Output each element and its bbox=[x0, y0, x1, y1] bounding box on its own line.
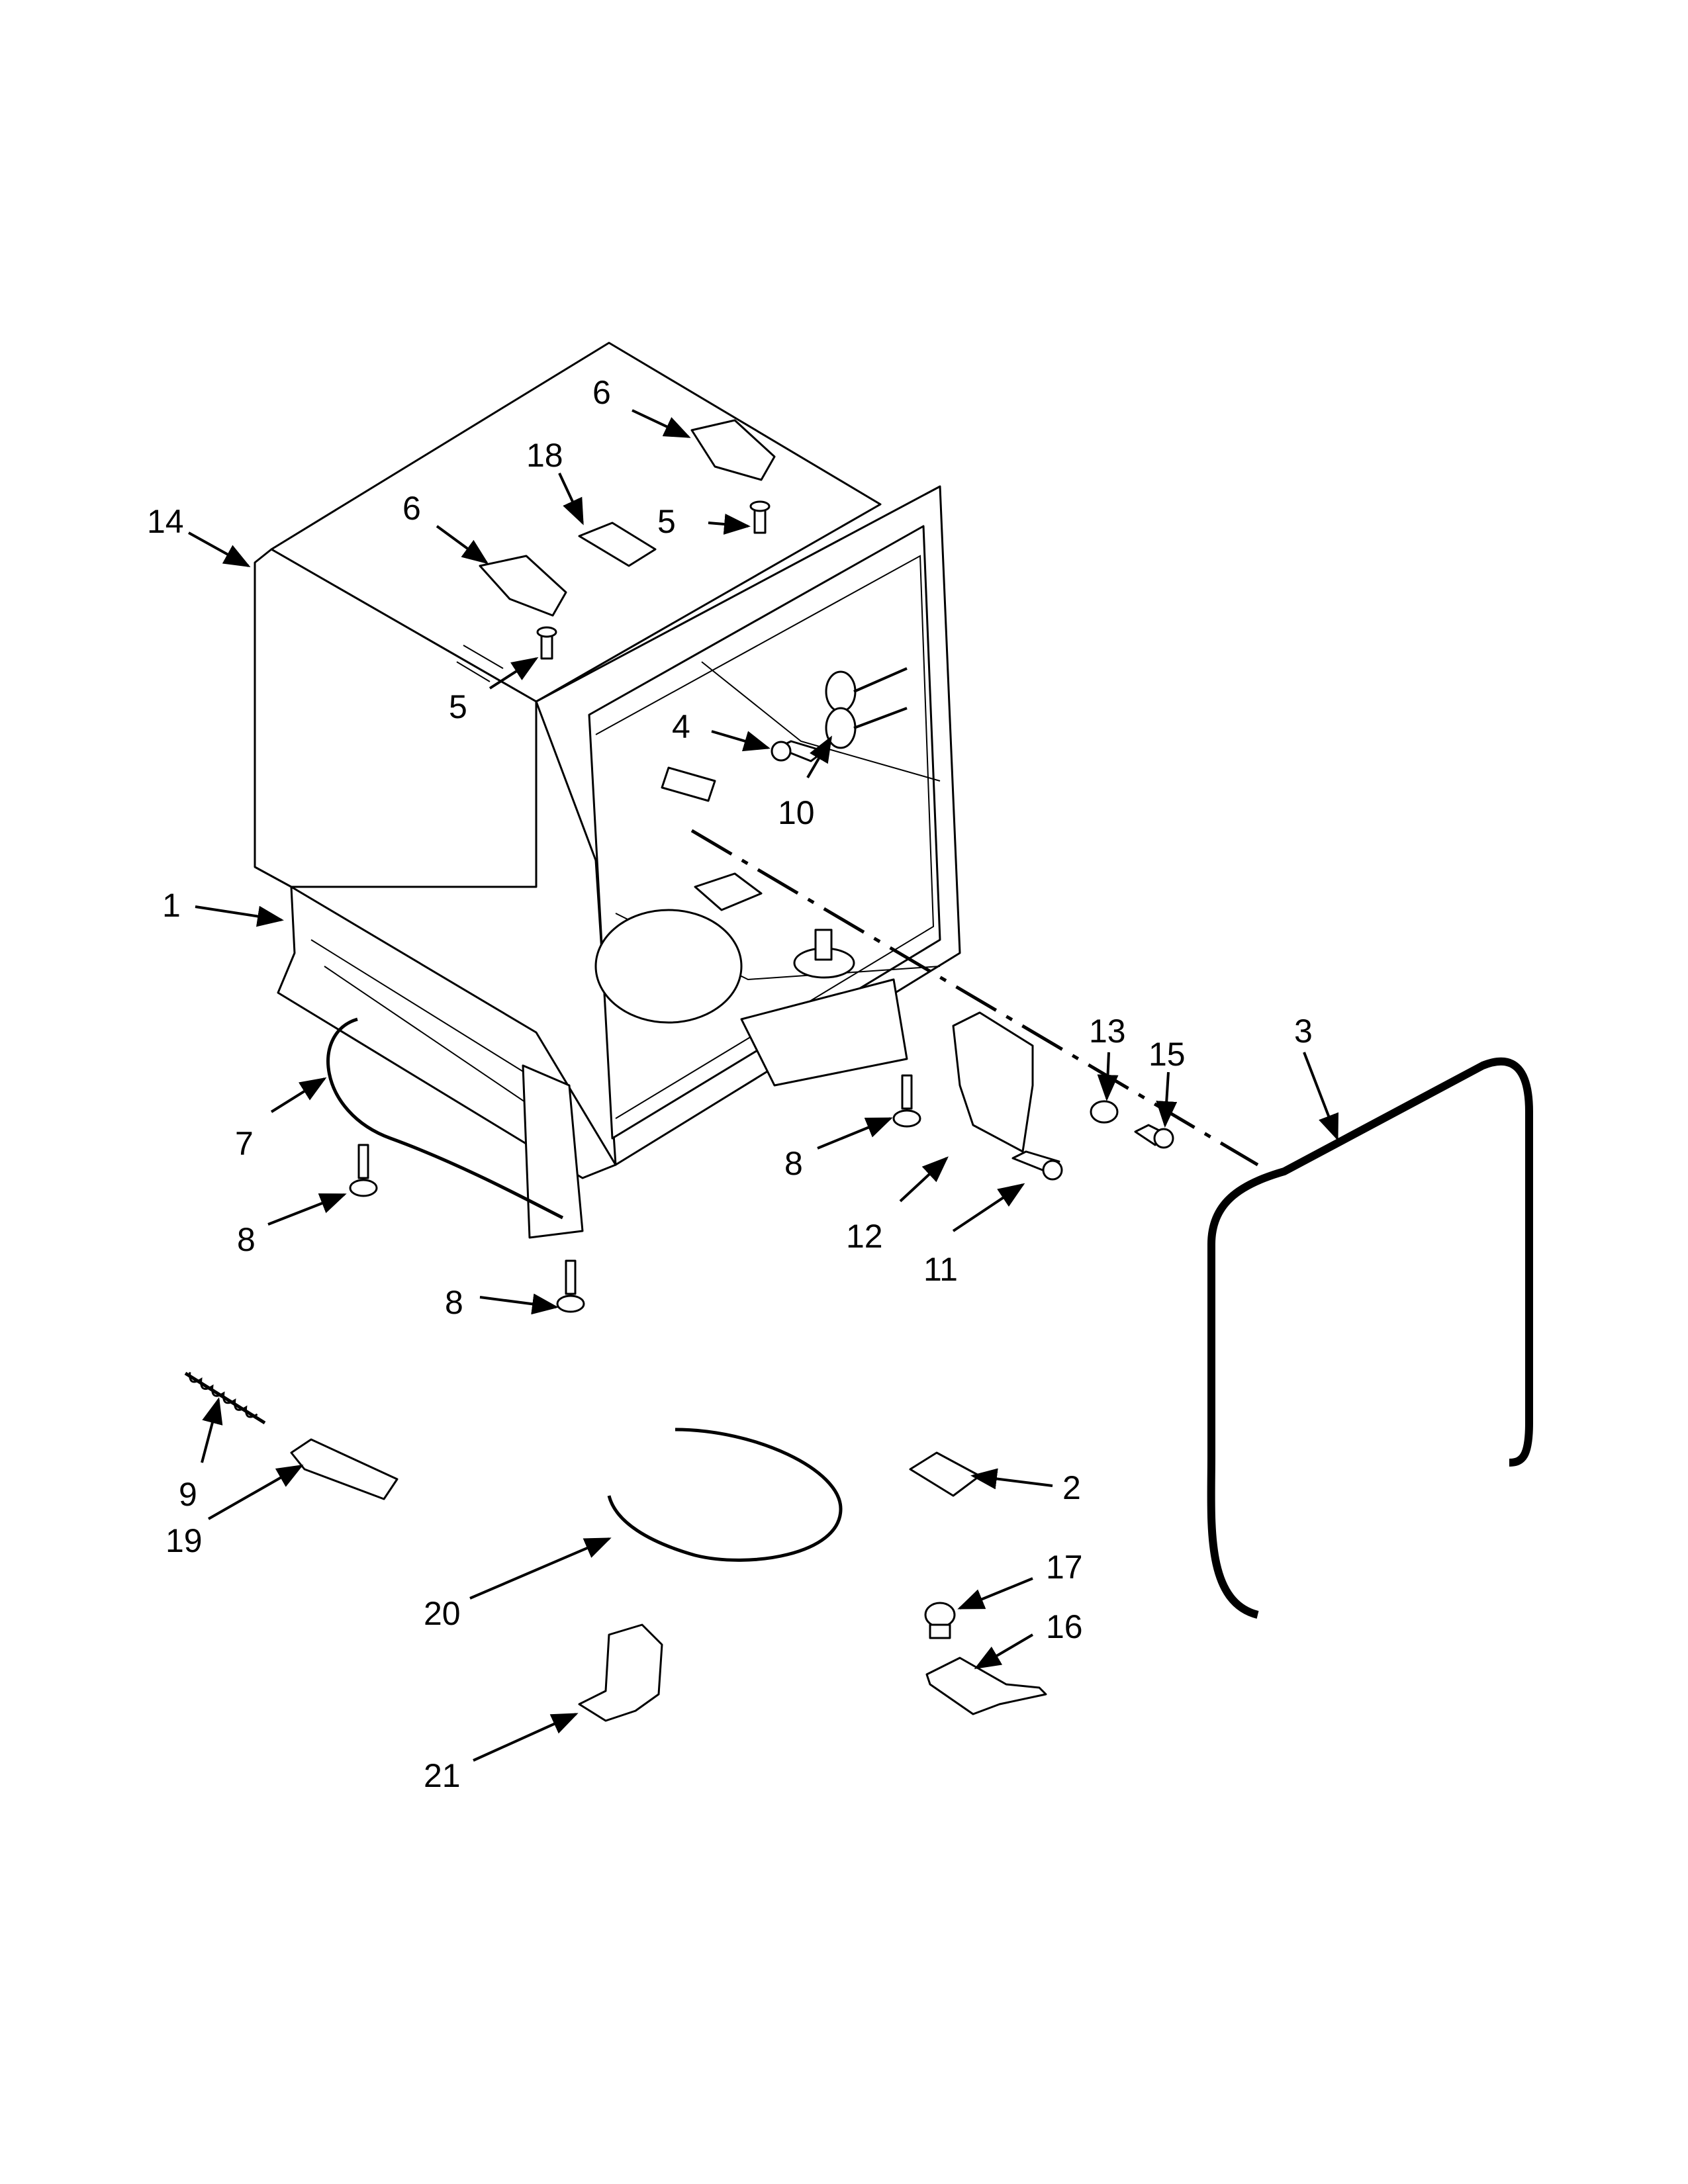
tub-assembly bbox=[254, 341, 961, 1239]
part-17-switch bbox=[924, 1602, 956, 1639]
callout-5: 5 bbox=[449, 688, 467, 725]
part-21-mount-bracket bbox=[578, 1623, 663, 1722]
callout-8: 8 bbox=[445, 1284, 463, 1321]
part-6-bracket-upper bbox=[690, 419, 776, 481]
part-20-wire-harness bbox=[607, 1428, 843, 1562]
spray-arm-stem bbox=[814, 929, 833, 961]
callout-15: 15 bbox=[1149, 1036, 1186, 1073]
part-8-leveling-leg-left bbox=[349, 1144, 378, 1197]
sump-opening bbox=[594, 909, 743, 1024]
part-3-door-gasket bbox=[1207, 1057, 1533, 1619]
callout-13: 13 bbox=[1089, 1013, 1126, 1050]
part-16-bracket bbox=[925, 1657, 1047, 1715]
callout-labels: 14 6 18 6 5 5 4 10 1 13 3 15 7 8 8 8 12 … bbox=[147, 374, 1313, 1794]
callout-2: 2 bbox=[1062, 1469, 1081, 1506]
part-12-bracket bbox=[952, 1011, 1034, 1153]
part-10-roller bbox=[825, 667, 908, 749]
tub-front-leg bbox=[522, 1064, 584, 1239]
part-18-clip bbox=[578, 522, 657, 567]
callout-19: 19 bbox=[165, 1522, 203, 1559]
leader-lines bbox=[188, 409, 1339, 1762]
part-13-washer bbox=[1090, 1100, 1119, 1124]
tub-rear-bracket bbox=[740, 978, 908, 1087]
part-5-screw-upper bbox=[749, 500, 771, 534]
callout-12: 12 bbox=[846, 1218, 883, 1255]
callout-8: 8 bbox=[784, 1145, 803, 1182]
part-8-leveling-leg-right bbox=[892, 1074, 921, 1128]
callout-6: 6 bbox=[592, 374, 611, 411]
callout-6: 6 bbox=[402, 490, 421, 527]
callout-11: 11 bbox=[923, 1251, 958, 1288]
callout-21: 21 bbox=[424, 1757, 461, 1794]
callout-1: 1 bbox=[162, 887, 181, 924]
callout-3: 3 bbox=[1294, 1013, 1313, 1050]
callout-8: 8 bbox=[237, 1221, 256, 1258]
part-5-screw-lower bbox=[536, 626, 557, 660]
callout-14: 14 bbox=[147, 503, 184, 540]
callout-5: 5 bbox=[657, 503, 676, 540]
callout-7: 7 bbox=[235, 1125, 254, 1162]
callout-17: 17 bbox=[1046, 1549, 1083, 1586]
part-6-bracket-lower bbox=[479, 555, 567, 617]
callout-20: 20 bbox=[424, 1595, 461, 1632]
tub-vent-slot bbox=[661, 766, 716, 802]
callout-16: 16 bbox=[1046, 1608, 1083, 1645]
part-11-screw bbox=[1011, 1150, 1063, 1181]
callout-18: 18 bbox=[526, 437, 563, 474]
tub-inner-plate bbox=[694, 872, 763, 911]
part-7-hose bbox=[326, 1017, 564, 1220]
part-2-plate bbox=[909, 1451, 981, 1497]
callout-10: 10 bbox=[778, 794, 815, 831]
callout-9: 9 bbox=[179, 1476, 197, 1513]
part-8-leveling-leg-front bbox=[556, 1259, 585, 1313]
callout-4: 4 bbox=[672, 708, 690, 745]
part-19-pad bbox=[290, 1438, 399, 1500]
part-15-screw bbox=[1134, 1124, 1174, 1149]
part-9-spring bbox=[184, 1371, 266, 1425]
